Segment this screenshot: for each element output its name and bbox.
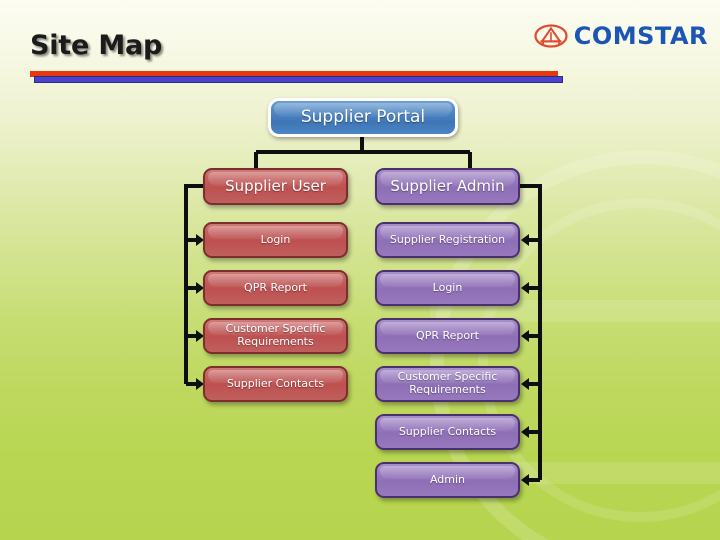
- node-supplier-user[interactable]: Supplier User: [203, 168, 348, 205]
- node-label: Login: [432, 280, 463, 294]
- page-title: Site Map: [30, 30, 163, 61]
- node-user-supplier-contacts[interactable]: Supplier Contacts: [203, 366, 348, 402]
- node-label: Supplier User: [225, 176, 326, 195]
- node-label: Admin: [429, 472, 466, 486]
- node-user-login[interactable]: Login: [203, 222, 348, 258]
- accent-bar-blue: [34, 76, 563, 83]
- node-supplier-admin[interactable]: Supplier Admin: [375, 168, 520, 205]
- node-label: Customer Specific Requirements: [225, 322, 326, 348]
- node-label: Supplier Admin: [390, 176, 505, 195]
- node-label: Supplier Portal: [300, 107, 426, 128]
- comstar-logo: COMSTAR: [534, 22, 708, 50]
- node-label: Supplier Registration: [389, 232, 506, 246]
- node-user-qpr-report[interactable]: QPR Report: [203, 270, 348, 306]
- node-admin-customer-specific-requirements[interactable]: Customer Specific Requirements: [375, 366, 520, 402]
- node-label: QPR Report: [244, 280, 307, 294]
- node-label: Login: [260, 232, 291, 246]
- comstar-mark-icon: [534, 24, 568, 48]
- node-admin-supplier-contacts[interactable]: Supplier Contacts: [375, 414, 520, 450]
- node-admin-login[interactable]: Login: [375, 270, 520, 306]
- node-user-customer-specific-requirements[interactable]: Customer Specific Requirements: [203, 318, 348, 354]
- node-label: Supplier Contacts: [226, 376, 325, 390]
- comstar-logo-text: COMSTAR: [573, 22, 708, 50]
- node-label: Customer Specific Requirements: [397, 370, 498, 396]
- accent-bar-red: [30, 71, 558, 77]
- node-admin-supplier-registration[interactable]: Supplier Registration: [375, 222, 520, 258]
- node-label: QPR Report: [416, 328, 479, 342]
- node-admin-admin[interactable]: Admin: [375, 462, 520, 498]
- node-supplier-portal[interactable]: Supplier Portal: [268, 98, 458, 137]
- node-admin-qpr-report[interactable]: QPR Report: [375, 318, 520, 354]
- node-label: Supplier Contacts: [398, 424, 497, 438]
